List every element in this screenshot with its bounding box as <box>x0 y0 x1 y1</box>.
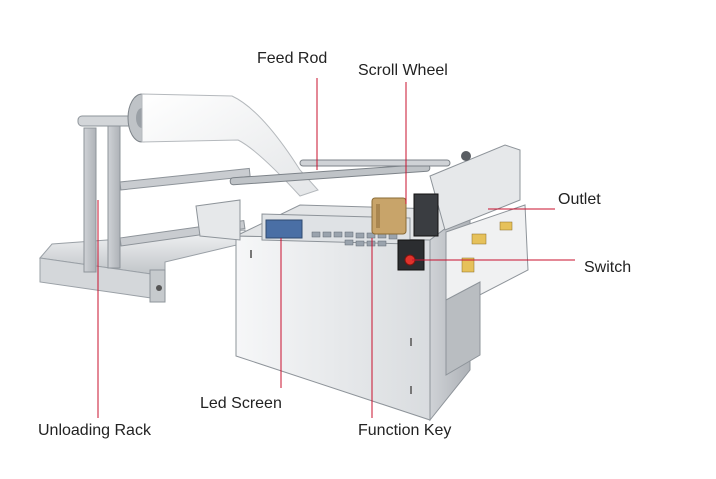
label-unloading-rack: Unloading Rack <box>38 422 151 439</box>
label-led-screen: Led Screen <box>200 395 282 412</box>
label-function-key: Function Key <box>358 422 452 439</box>
label-scroll-wheel: Scroll Wheel <box>358 62 448 79</box>
paper-roll <box>127 93 319 197</box>
leader-lines <box>97 78 575 418</box>
label-feed-rod: Feed Rod <box>257 50 328 67</box>
function-key-pad <box>311 231 398 247</box>
led-screen-display <box>265 219 303 239</box>
label-outlet: Outlet <box>558 191 601 208</box>
feed-rod <box>229 159 451 186</box>
unloading-rack <box>39 115 251 303</box>
scroll-wheel <box>371 197 407 235</box>
label-switch: Switch <box>584 259 632 276</box>
